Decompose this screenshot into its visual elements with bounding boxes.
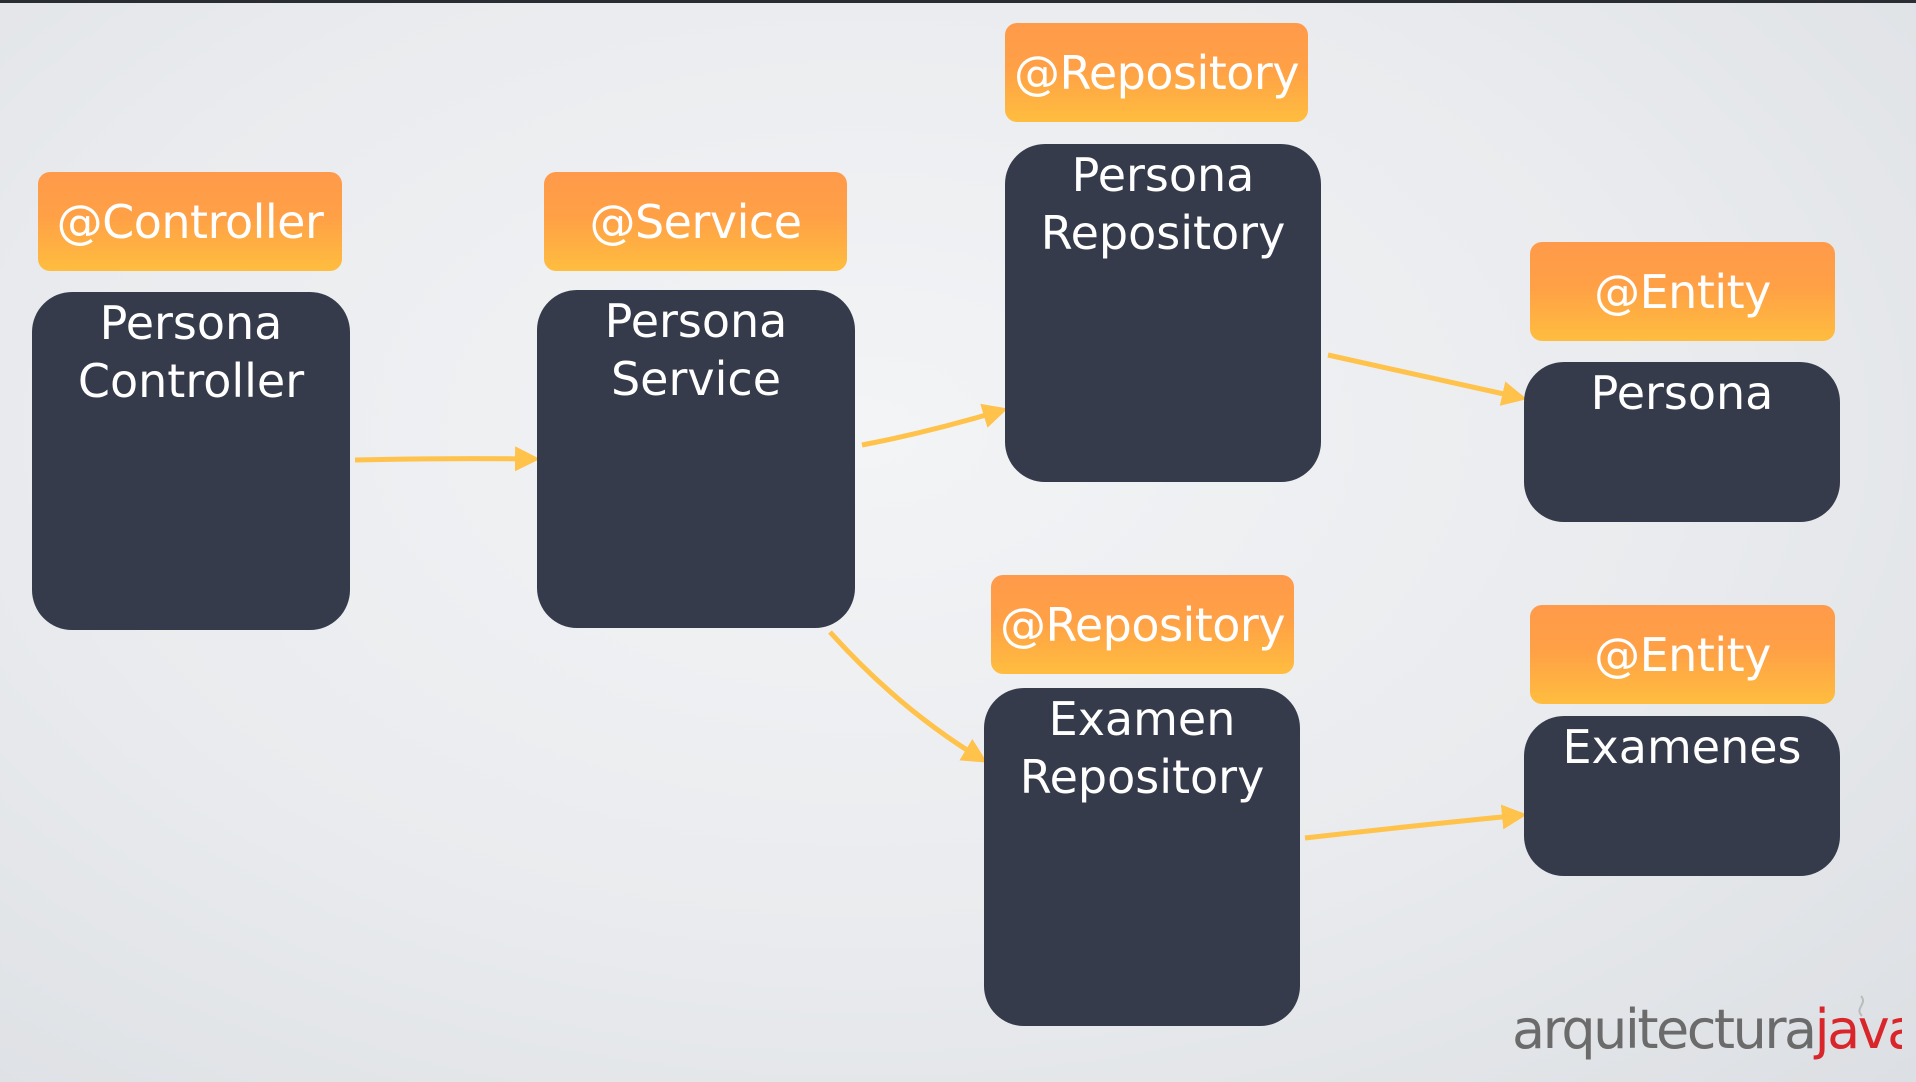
- persona-repository-box: Persona Repository: [1005, 144, 1321, 482]
- controller-annotation-label: @Controller: [56, 194, 324, 249]
- arrow-service-to-examen-repository: [828, 630, 988, 763]
- examen-repository-annotation-label: @Repository: [999, 597, 1286, 652]
- logo-text-java: java: [1814, 998, 1902, 1061]
- svg-text:arquitecturajava: arquitecturajava: [1512, 998, 1902, 1061]
- examen-repository-annotation-tag: @Repository: [991, 575, 1294, 674]
- arrow-examen-repository-to-examenes-entity: [1304, 804, 1527, 841]
- persona-service-line2: Service: [610, 352, 781, 406]
- persona-controller-line2: Controller: [77, 354, 305, 408]
- examen-repository-line2: Repository: [1019, 750, 1265, 804]
- arquitecturajava-logo: arquitecturajava: [1512, 995, 1902, 1061]
- persona-entity-box: Persona: [1524, 362, 1840, 522]
- persona-controller-line1: Persona: [99, 296, 283, 350]
- persona-repository-line2: Repository: [1040, 206, 1286, 260]
- persona-repository-line1: Persona: [1071, 148, 1255, 202]
- persona-controller-box: Persona Controller: [32, 292, 350, 630]
- logo-text-arquitectura: arquitectura: [1512, 998, 1815, 1061]
- persona-repository-annotation-label: @Repository: [1013, 45, 1300, 100]
- controller-annotation-tag: @Controller: [38, 172, 342, 271]
- persona-service-box: Persona Service: [537, 290, 855, 628]
- persona-entity-line1: Persona: [1590, 366, 1774, 420]
- examen-repository-box: Examen Repository: [984, 688, 1300, 1026]
- logo-steam-icon: [1858, 995, 1864, 1017]
- arrow-controller-to-service: [354, 446, 540, 472]
- persona-service-line1: Persona: [604, 294, 788, 348]
- examen-repository-line1: Examen: [1048, 692, 1236, 746]
- top-border-line: [0, 0, 1916, 3]
- examenes-entity-annotation-tag: @Entity: [1530, 605, 1835, 704]
- service-annotation-tag: @Service: [544, 172, 847, 271]
- examenes-entity-line1: Examenes: [1562, 720, 1802, 774]
- service-annotation-label: @Service: [589, 194, 802, 249]
- arrow-persona-repository-to-persona-entity: [1327, 352, 1527, 406]
- examenes-entity-box: Examenes: [1524, 716, 1840, 876]
- persona-entity-annotation-label: @Entity: [1594, 264, 1771, 319]
- persona-repository-annotation-tag: @Repository: [1005, 23, 1308, 122]
- persona-entity-annotation-tag: @Entity: [1530, 242, 1835, 341]
- examenes-entity-annotation-label: @Entity: [1594, 627, 1771, 682]
- arrow-service-to-persona-repository: [861, 403, 1008, 448]
